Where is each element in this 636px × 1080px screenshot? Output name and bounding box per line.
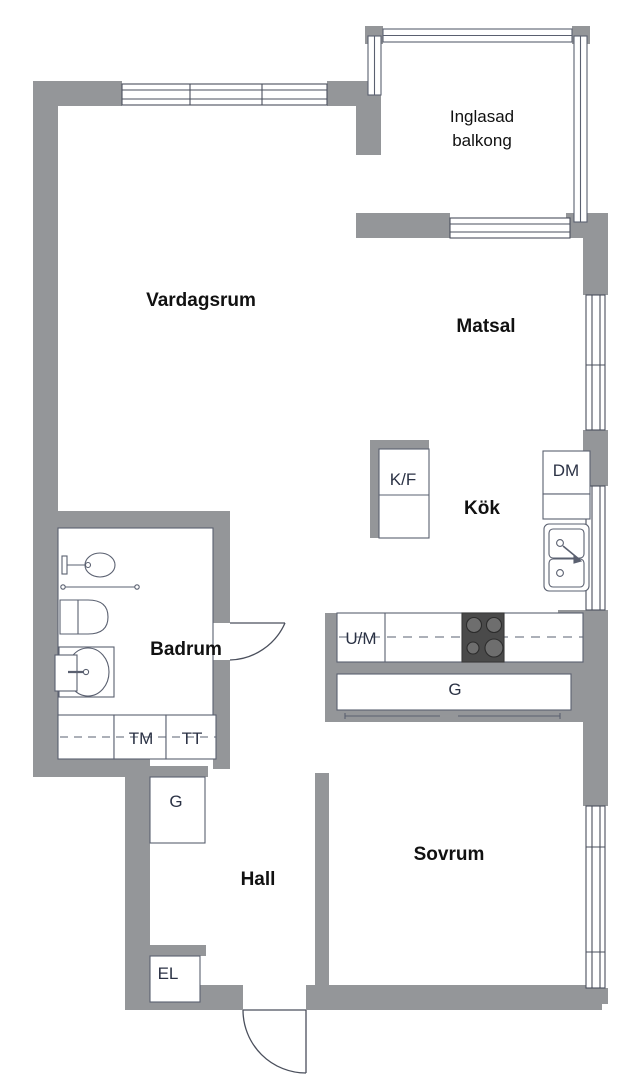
wall-bathroom-right-lower (213, 660, 230, 769)
wall-hall-wardrobe-top (150, 766, 208, 777)
wall-exterior-right-a (583, 213, 608, 295)
appliance-label-g-hall: G (169, 792, 182, 811)
balcony-glazing (367, 28, 588, 223)
door-entrance (242, 1009, 307, 1074)
kitchen-units (336, 448, 591, 719)
room-labels: Vardagsrum Inglasad balkong Matsal Kök B… (146, 107, 515, 890)
wall-exterior-right-c (583, 610, 608, 806)
kitchen-cabinet-g (336, 673, 572, 719)
wall-kitchen-cabinet-bottom (325, 710, 583, 722)
door-bathroom (229, 622, 286, 661)
wall-bedroom-bottom (306, 985, 602, 1010)
window-dining-top (449, 217, 571, 239)
hall-units (149, 776, 206, 1003)
wall-hall-bedroom-divider (315, 773, 329, 995)
wall-el-top (150, 945, 206, 956)
fridge-freezer (378, 448, 430, 539)
window-kitchen-right (585, 485, 606, 611)
room-label-balkong-line1: Inglasad (450, 107, 514, 126)
wall-kitchen-counter-band (325, 662, 583, 674)
bathroom-fixtures (54, 552, 140, 698)
room-label-matsal: Matsal (456, 316, 515, 337)
appliance-label-um: U/M (345, 629, 376, 648)
window-dining-right (585, 294, 606, 431)
wall-exterior-left (33, 81, 58, 769)
wall-fridge-top (370, 440, 429, 449)
tm-unit (113, 714, 167, 760)
wall-hall-left (125, 752, 150, 1010)
electrical-cabinet-el (149, 955, 201, 1003)
bathtub (54, 646, 115, 698)
room-label-balkong-line2: balkong (452, 131, 512, 150)
towel-rail (60, 584, 140, 590)
room-label-vardagsrum: Vardagsrum (146, 290, 256, 311)
appliance-label-tm: TM (129, 729, 154, 748)
wall-bathroom-top (58, 511, 230, 528)
window-balcony-top (382, 28, 573, 43)
window-living-top (121, 83, 328, 106)
appliance-label-tt: TT (182, 729, 203, 748)
appliance-label-el: EL (158, 964, 179, 983)
wall-balcony-lower-stub (356, 213, 381, 238)
wash-basin (61, 552, 116, 578)
toilet (59, 599, 109, 635)
appliance-labels: K/F DM U/M G TM TT G EL (129, 461, 580, 983)
appliance-label-dm: DM (553, 461, 579, 480)
appliance-label-kf: K/F (390, 470, 416, 489)
kitchen-sink (543, 523, 590, 592)
window-balcony-right (573, 35, 588, 223)
room-label-kok: Kök (464, 498, 500, 519)
room-label-badrum: Badrum (150, 639, 222, 660)
kitchen-counter-run (336, 612, 584, 663)
room-label-hall: Hall (241, 869, 276, 890)
room-label-sovrum: Sovrum (414, 844, 485, 865)
windows (121, 83, 606, 989)
window-bedroom-right (585, 805, 606, 989)
window-balcony-left (367, 35, 382, 96)
wall-bathroom-right-upper (213, 511, 230, 623)
hall-wardrobe-g (149, 776, 206, 844)
wall-fridge-left (370, 440, 379, 538)
stove (461, 612, 505, 663)
laundry-units (57, 714, 217, 760)
dishwasher (542, 450, 591, 520)
wall-living-top-left (33, 81, 122, 106)
appliance-label-g-kitchen: G (448, 680, 461, 699)
